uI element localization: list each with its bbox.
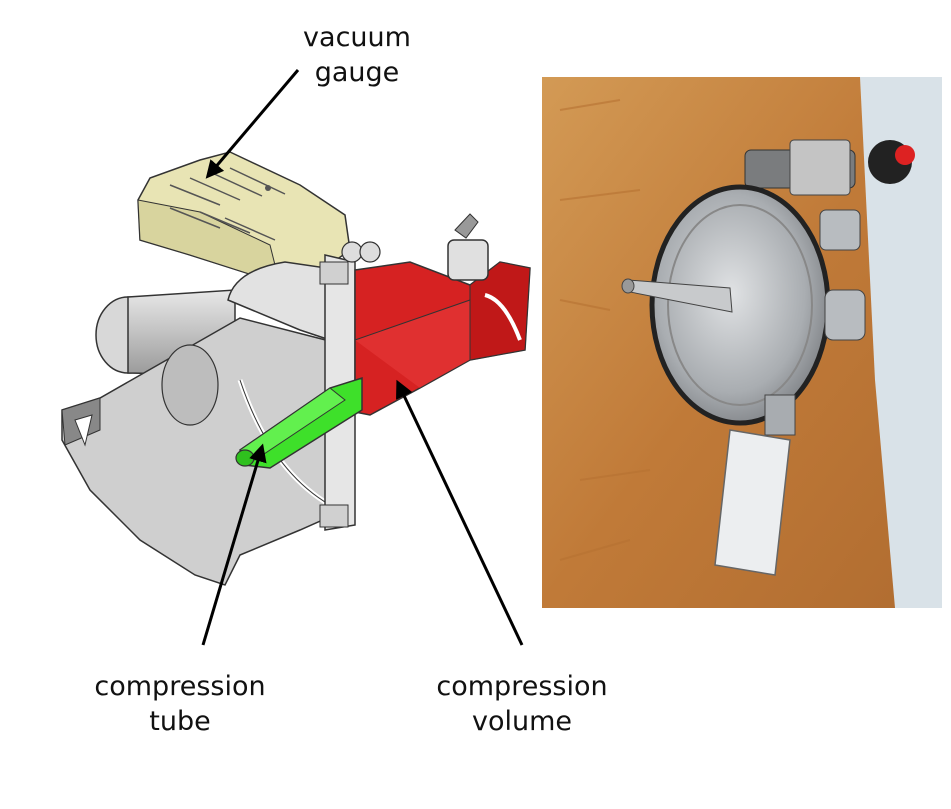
compression-tube-label-line-1: compression xyxy=(94,671,266,702)
arrow-vacuum-gauge xyxy=(205,69,300,179)
compression-volume-label-line-2: volume xyxy=(471,706,573,737)
vacuum-gauge-body xyxy=(137,151,351,286)
apparatus-photo xyxy=(542,77,942,608)
compression-volume-label: compression volume xyxy=(412,669,632,739)
kf-clamp xyxy=(341,213,489,281)
vacuum-gauge-label-line-1: vacuum xyxy=(303,22,411,53)
compression-tube-label: compression tube xyxy=(70,669,290,739)
compression-volume-shape xyxy=(354,261,531,416)
arrow-compression-volume xyxy=(396,379,524,646)
compression-volume-label-line-1: compression xyxy=(436,671,608,702)
chamber-cut-body xyxy=(61,261,346,586)
vacuum-gauge-label-line-2: gauge xyxy=(314,57,400,88)
compression-tube-shape xyxy=(235,376,363,469)
cad-cutaway-drawing xyxy=(61,151,531,586)
arrow-compression-tube xyxy=(201,443,267,646)
compression-tube-label-line-2: tube xyxy=(149,706,211,737)
vacuum-gauge-label: vacuum gauge xyxy=(262,20,452,90)
